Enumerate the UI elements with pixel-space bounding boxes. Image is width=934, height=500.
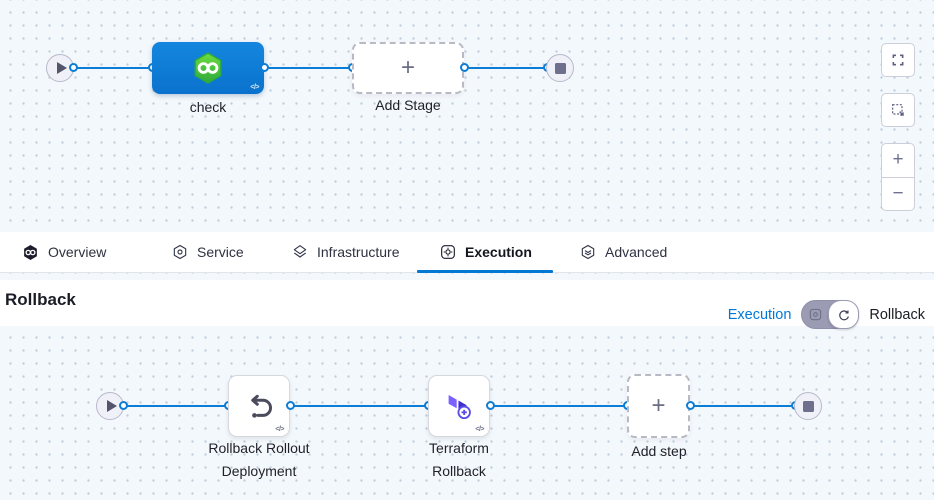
connector-port[interactable]: [460, 63, 469, 72]
tab-label: Service: [197, 244, 244, 260]
connector: [264, 67, 352, 69]
execution-rollback-toggle[interactable]: [801, 300, 860, 329]
rollback-graph-canvas[interactable]: Rollback Execution Rollback: [0, 273, 934, 500]
harness-cd-icon: [194, 52, 222, 84]
overview-harness-icon: [24, 244, 37, 260]
tab-execution[interactable]: Execution: [440, 232, 532, 272]
plus-icon: +: [892, 149, 904, 171]
fullscreen-icon: [892, 54, 904, 66]
step-label: Terraform Rollback: [399, 437, 519, 483]
rollback-end-node[interactable]: [794, 392, 822, 420]
tab-overview[interactable]: Overview: [22, 232, 106, 272]
execution-icon: [441, 245, 455, 259]
connector-port[interactable]: [119, 401, 128, 410]
execution-rollback-switch-row: Execution Rollback: [728, 300, 925, 329]
rollback-mode-label: Rollback: [869, 306, 925, 323]
plus-icon: +: [400, 54, 415, 81]
connector-port[interactable]: [486, 401, 495, 410]
minus-icon: −: [892, 182, 904, 204]
connector-port[interactable]: [286, 401, 295, 410]
stage-graph-canvas[interactable]: </> check + Add Stage: [0, 0, 934, 232]
zoom-out-button[interactable]: −: [882, 178, 914, 211]
execution-mode-link[interactable]: Execution: [727, 306, 792, 323]
play-icon: [106, 400, 117, 412]
zoom-in-button[interactable]: +: [882, 144, 914, 178]
step-label: Rollback Rollout Deployment: [177, 437, 341, 483]
infrastructure-icon: [293, 245, 307, 258]
connector: [290, 405, 428, 407]
execution-icon: [810, 308, 822, 321]
zoom-button-group: + −: [881, 143, 915, 211]
fullscreen-button[interactable]: [881, 43, 915, 77]
connector: [73, 67, 152, 69]
play-icon: [56, 62, 67, 74]
advanced-icon: [581, 244, 595, 260]
add-step-label: Add step: [631, 443, 687, 459]
connector-port[interactable]: [260, 63, 269, 72]
stop-icon: [802, 400, 814, 412]
connector: [464, 67, 547, 69]
step-label-line2: Deployment: [221, 463, 297, 479]
section-heading: Rollback: [5, 290, 76, 309]
yaml-code-glyph: </>: [475, 426, 484, 433]
step-label-line2: Rollback: [432, 463, 486, 479]
tab-label: Advanced: [605, 244, 668, 260]
select-region-button[interactable]: [881, 93, 915, 127]
step-label-line1: Rollback Rollout: [208, 440, 310, 456]
yaml-code-glyph: </>: [275, 426, 284, 433]
tab-service[interactable]: Service: [172, 232, 244, 272]
connector: [123, 405, 228, 407]
toggle-knob: [828, 300, 860, 329]
tab-label: Overview: [48, 244, 107, 260]
marquee-select-icon: [892, 104, 904, 116]
tab-advanced[interactable]: Advanced: [580, 232, 667, 272]
active-tab-underline: [417, 270, 553, 273]
pipeline-end-node[interactable]: [546, 54, 574, 82]
add-stage-label: Add Stage: [375, 97, 441, 113]
add-stage-button[interactable]: +: [352, 42, 464, 94]
terraform-icon: [448, 395, 471, 420]
tab-infrastructure[interactable]: Infrastructure: [292, 232, 399, 272]
step-label-line1: Terraform: [429, 440, 489, 456]
stop-icon: [554, 62, 566, 74]
connector: [690, 405, 795, 407]
add-step-button[interactable]: +: [627, 374, 690, 438]
yaml-code-glyph: </>: [250, 84, 259, 91]
step-node-rollback-rollout-deployment[interactable]: </>: [228, 375, 290, 437]
connector: [490, 405, 627, 407]
tab-label: Infrastructure: [317, 244, 400, 260]
step-node-terraform-rollback[interactable]: </>: [428, 375, 490, 437]
stage-label: check: [189, 99, 227, 115]
tab-label: Execution: [465, 244, 532, 260]
stage-node-check[interactable]: </>: [152, 42, 264, 94]
service-icon: [173, 244, 187, 260]
rollback-undo-icon: [251, 394, 272, 418]
rollback-icon: [839, 309, 849, 320]
stage-tab-bar: Overview Service Infrastructure Executio…: [0, 232, 934, 273]
connector-port[interactable]: [686, 401, 695, 410]
plus-icon: +: [651, 392, 666, 419]
section-header-band: [0, 280, 934, 326]
connector-port[interactable]: [69, 63, 78, 72]
